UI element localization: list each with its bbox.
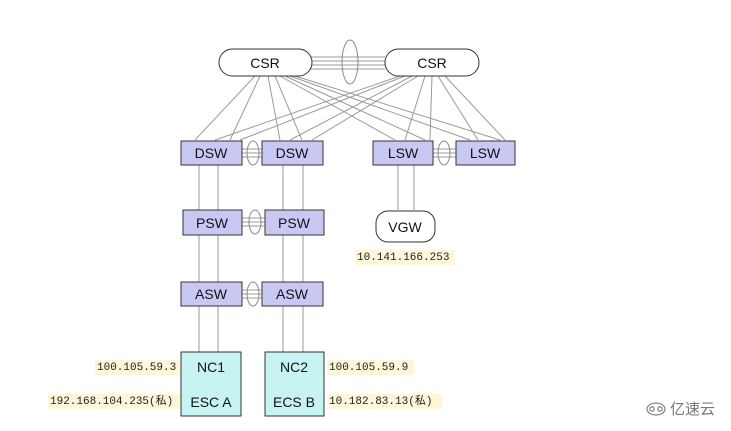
dsw-a-node: DSW	[180, 140, 243, 166]
dsw-a-label: DSW	[195, 145, 228, 161]
nc2-label: NC2	[280, 359, 308, 375]
asw-a-label: ASW	[195, 286, 228, 302]
csr-left-label: CSR	[250, 55, 280, 71]
nc1-host-node: NC1 ESC A	[180, 351, 242, 417]
csr-right-label: CSR	[417, 55, 447, 71]
ecs-b-ip-tag: 10.182.83.13(私)	[327, 394, 442, 409]
esc-a-ip-address: 192.168.104.235(私)	[50, 394, 173, 408]
watermark-text: 亿速云	[670, 400, 715, 418]
nc1-ip-tag: 100.105.59.3	[95, 360, 180, 375]
vgw-ip-tag: 10.141.166.253	[355, 250, 455, 265]
watermark: 亿速云	[646, 400, 715, 418]
lsw-b-node: LSW	[455, 140, 516, 166]
ecs-b-ip-address: 10.182.83.13(私)	[329, 394, 432, 408]
asw-a-node: ASW	[180, 281, 243, 307]
nc2-ip-address: 100.105.59.9	[329, 362, 408, 374]
csr-right-node: CSR	[384, 48, 480, 77]
esc-a-label: ESC A	[190, 394, 232, 410]
lsw-a-label: LSW	[388, 145, 419, 161]
psw-a-node: PSW	[182, 209, 243, 236]
nc1-label: NC1	[197, 359, 225, 375]
dsw-b-label: DSW	[276, 145, 309, 161]
esc-a-ip-tag: 192.168.104.235(私)	[48, 394, 180, 409]
psw-b-label: PSW	[278, 215, 311, 231]
nc2-host-node: NC2 ECS B	[264, 351, 325, 417]
ecs-b-label: ECS B	[273, 394, 315, 410]
cloud-logo-icon	[646, 402, 666, 416]
link-aggregation-markers	[246, 39, 451, 307]
lsw-b-label: LSW	[470, 145, 501, 161]
links	[194, 56, 506, 352]
vgw-label: VGW	[388, 219, 422, 235]
vgw-node: VGW	[375, 210, 436, 243]
csr-left-node: CSR	[218, 48, 313, 77]
nc1-ip-address: 100.105.59.3	[97, 362, 176, 374]
asw-b-node: ASW	[261, 281, 324, 307]
psw-a-label: PSW	[196, 215, 229, 231]
dsw-b-node: DSW	[261, 140, 324, 166]
asw-b-label: ASW	[276, 286, 309, 302]
psw-b-node: PSW	[264, 209, 325, 236]
nc2-ip-tag: 100.105.59.9	[327, 360, 414, 375]
vgw-ip-address: 10.141.166.253	[357, 252, 449, 264]
lsw-a-node: LSW	[372, 140, 434, 166]
